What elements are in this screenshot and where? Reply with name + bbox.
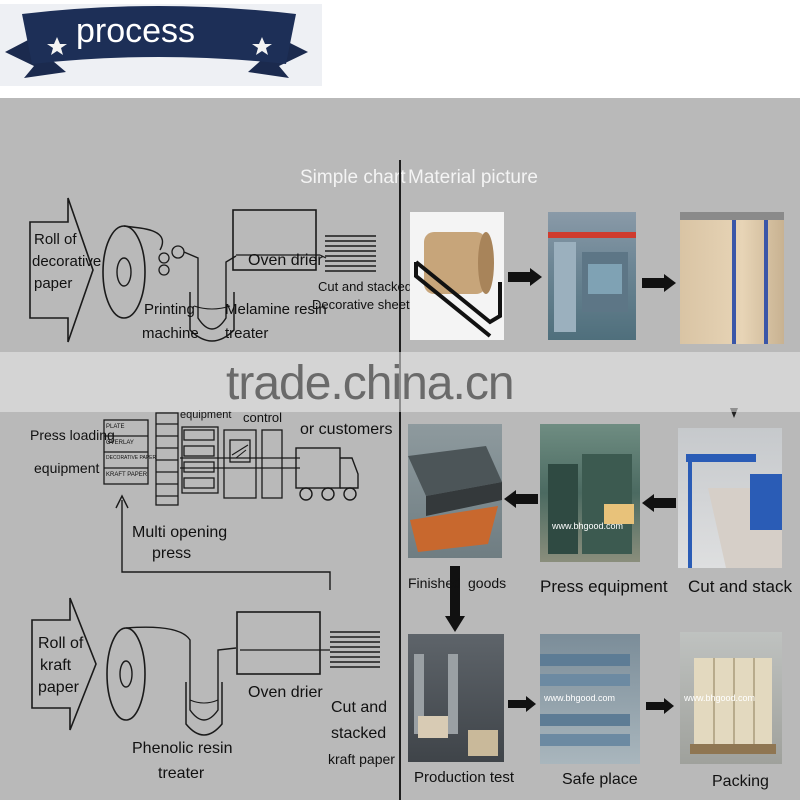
banner-area: process xyxy=(0,0,800,98)
decorative-paper-label-2: decorative xyxy=(32,253,102,270)
cut-and-stack-photo xyxy=(678,428,782,568)
flow-arrow-right-icon xyxy=(642,274,676,292)
decorative-paper-label-3: paper xyxy=(34,275,73,292)
flow-arrow-right-icon xyxy=(508,696,536,712)
kraft-roll xyxy=(106,627,146,721)
watermark-text: trade.china.cn xyxy=(226,357,515,410)
cut-stacked-kraft-label-2: stacked xyxy=(331,725,387,742)
cut-stacked-decorative-label-1: Cut and stacked xyxy=(318,279,412,294)
safe-place-site-watermark: www.bhgood.com xyxy=(544,693,616,703)
production-test-photo xyxy=(408,634,504,762)
process-flow-diagram xyxy=(29,197,380,736)
kraft-sheet-stack xyxy=(330,631,380,668)
packing-photo: www.bhgood.com xyxy=(680,632,782,764)
packing-label: Packing xyxy=(712,773,769,790)
oven-drier-label-2: Oven drier xyxy=(248,684,323,701)
melamine-treater-label-2: treater xyxy=(225,325,269,342)
kraft-paper-label-1: Roll of xyxy=(38,635,84,652)
production-test-label: Production test xyxy=(414,769,515,786)
press-loading-label-1: Press loading xyxy=(30,427,115,443)
or-customers-label: or customers xyxy=(300,421,393,438)
press-equipment-label: Press equipment xyxy=(540,577,668,596)
press-site-watermark: www.bhgood.com xyxy=(552,521,624,531)
decorative-sheets-photo xyxy=(680,212,784,344)
flow-arrow-left-icon xyxy=(642,494,676,512)
press-equipment-photo: www.bhgood.com xyxy=(540,424,640,562)
control-label: control xyxy=(243,410,283,425)
printing-line-photo xyxy=(548,212,636,340)
multi-opening-press xyxy=(155,412,300,506)
flow-arrow-right-icon xyxy=(646,698,674,714)
packing-site-watermark: www.bhgood.com xyxy=(684,693,756,703)
safe-place-label: Safe place xyxy=(562,771,638,788)
safe-place-photo: www.bhgood.com xyxy=(540,634,640,764)
return-flow-line xyxy=(121,500,331,590)
section-divider xyxy=(399,160,401,800)
goods-label: goods xyxy=(468,575,507,591)
decorative-paper-label-1: Roll of xyxy=(34,231,77,248)
watermark-band: trade.china.cn xyxy=(0,352,800,412)
layer-stack-box xyxy=(103,419,149,485)
cut-stacked-kraft-label-3: kraft paper xyxy=(328,751,395,767)
printing-label-2: machine xyxy=(142,325,199,342)
kraft-paper-label-3: paper xyxy=(38,679,79,696)
multi-opening-label-2: press xyxy=(152,545,192,562)
star-icon xyxy=(47,37,67,55)
multi-opening-label-1: Multi opening xyxy=(132,524,228,541)
phenolic-treater-label-2: treater xyxy=(158,765,205,782)
cut-stacked-decorative-label-2: Decorative sheets xyxy=(312,297,417,312)
layer-decorative: DECORATIVE PAPER xyxy=(106,455,157,461)
cut-stacked-kraft-label-1: Cut and xyxy=(331,699,388,716)
finished-boards-photo xyxy=(408,424,502,558)
simple-chart-header: Simple chart xyxy=(300,167,406,188)
decorative-sheet-stack xyxy=(325,235,376,272)
decorative-paper-arrow xyxy=(29,197,94,343)
delivery-truck-icon xyxy=(295,447,359,501)
phenolic-treater-label-1: Phenolic resin xyxy=(132,740,233,757)
melamine-treater-label-1: Melamine resin xyxy=(225,301,327,318)
press-loading-label-2: equipment xyxy=(34,460,100,476)
flow-arrow-left-icon xyxy=(504,490,538,508)
finished-label: Finished xyxy=(408,575,461,591)
flow-arrow-down-icon xyxy=(445,566,465,632)
banner-title: process xyxy=(76,12,196,50)
kraft-roll-photo xyxy=(410,212,504,340)
flow-arrow-right-icon xyxy=(508,268,542,286)
decorative-roll xyxy=(102,225,146,319)
layer-kraft: KRAFT PAPER xyxy=(106,472,148,478)
printing-label-1: Printing xyxy=(144,301,195,318)
material-picture-header: Material picture xyxy=(408,167,538,188)
kraft-paper-label-2: kraft xyxy=(40,657,72,674)
process-ribbon xyxy=(0,4,322,86)
cut-and-stack-label: Cut and stack xyxy=(688,577,792,596)
oven-drier-label-1: Oven drier xyxy=(248,252,323,269)
layer-plate: PLATE xyxy=(106,424,125,430)
oven-drier-box-kraft xyxy=(236,611,321,675)
oven-drier-box xyxy=(232,209,317,271)
star-icon xyxy=(252,37,272,55)
kraft-paper-arrow xyxy=(31,597,97,731)
layer-overlay: OVERLAY xyxy=(106,440,134,446)
equipment-partial-label: equipment xyxy=(180,409,232,421)
